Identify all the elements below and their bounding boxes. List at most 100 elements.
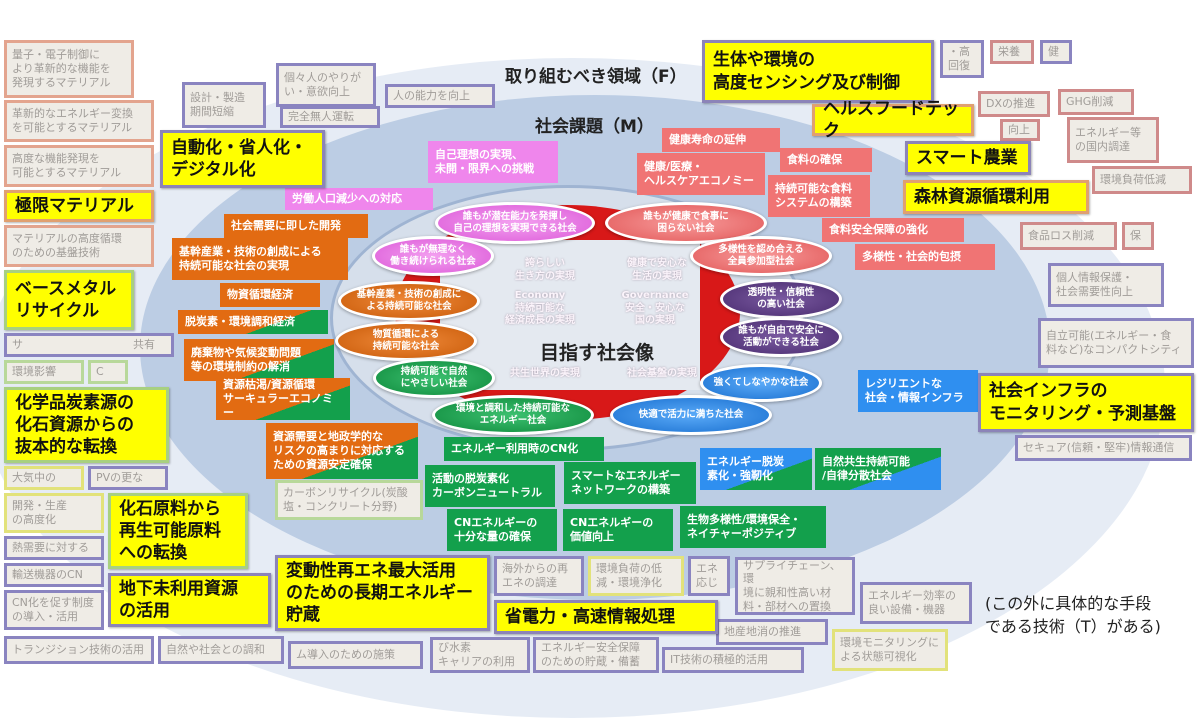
technology-box: トランジション技術の活用 [4,636,154,664]
society-vision-bubble: 快適で活力に満ちた社会 [610,395,772,435]
technology-box: 食品ロス削減 [1020,222,1117,250]
society-vision-bubble: 誰もが潜在能力を発揮し 自己の理想を実現できる社会 [435,202,595,244]
technology-box: 輸送機器のCN [4,563,104,587]
technology-box: エネルギー等 の国内調達 [1067,117,1159,163]
technology-box: 高度な機能発現を 可能とするマテリアル [4,145,154,187]
technology-box: 完全無人運転 [280,106,380,128]
society-vision-bubble: 環境と調和した持続可能な エネルギー社会 [432,395,594,435]
social-issue-box: 生物多様性/環境保全・ ネイチャーポジティブ [680,506,826,548]
technology-box: 個人情報保護・ 社会需要性向上 [1048,263,1164,307]
center-goal-label: 誇らしい 生き方の実現 [515,258,575,282]
social-issue-box: 持続可能な食料 システムの構築 [768,175,870,217]
technology-box: 革新的なエネルギー変換 を可能とするマテリアル [4,100,154,142]
technology-box: 自立可能(エネルギー・食 料など)なコンパクトシティ [1038,318,1194,368]
focus-area-box: ヘルスフードテック [812,99,974,141]
social-issue-box: CNエネルギーの 十分な量の確保 [447,509,557,551]
technology-box: ム導入のための施策 [288,641,423,669]
society-vision-bubble: 物質循環による 持続可能な社会 [335,321,477,361]
society-vision-bubble: 誰もが自由で安全に 活動ができる社会 [720,317,842,357]
social-issue-box: 健康寿命の延伸 [662,128,780,152]
focus-area-box: 地下未利用資源 の活用 [108,573,271,627]
social-issue-box: 活動の脱炭素化 カーボンニュートラル [425,465,555,507]
social-issue-box: 食料安全保障の強化 [822,218,964,242]
center-goal-label: 共生世界の実現 [510,368,580,379]
technology-box: IT技術の積極的活用 [662,647,804,673]
focus-area-box: 極限マテリアル [4,190,154,222]
technology-box: 個々人のやりが い・意欲向上 [276,63,376,107]
social-issue-box: 健康/医療・ ヘルスケアエコノミー [637,153,765,195]
technology-box: マテリアルの高度循環 のための基盤技術 [4,225,154,267]
focus-area-box: 生体や環境の 高度センシング及び制御 [702,40,934,103]
technology-box: 健 [1040,40,1072,64]
technology-box: 栄養 [990,40,1034,64]
technology-box: 環境影響 [4,360,84,384]
technology-box: 量子・電子制御に より革新的な機能を 発現するマテリアル [4,40,134,98]
technology-box: 環境負荷低減 [1092,166,1192,194]
technology-box: エネルギー効率の 良い設備・機器 [860,582,972,624]
society-vision-bubble: 透明性・信頼性 の高い社会 [720,279,842,319]
technology-box: C [88,360,128,384]
technology-box: エネルギー安全保障 のための貯蔵・備蓄 [533,637,659,673]
social-issue-box: CNエネルギーの 価値向上 [563,509,673,551]
focus-area-box: 自動化・省人化・ デジタル化 [160,130,325,188]
social-issue-box: 自己理想の実現、 未開・限界への挑戦 [428,141,558,183]
focus-area-box: 化石原料から 再生可能原料 への転換 [108,493,248,569]
social-issue-box: 物資循環経済 [220,283,320,307]
technology-box: 熱需要に対する [4,536,104,560]
social-issue-box: エネルギー脱炭 素化・強靭化 [700,448,812,490]
focus-area-box: 変動性再エネ最大活用 のための長期エネルギー 貯蔵 [275,555,490,631]
focus-area-box: 森林資源循環利用 [903,180,1089,214]
social-issue-box: 廃棄物や気候変動問題 等の環境制約の解消 [184,339,334,381]
center-goal-label: 健康で安心な 生活の実現 [627,258,687,282]
technology-box: GHG削減 [1058,89,1134,115]
social-issue-box: 基幹産業・技術の創成による 持続可能な社会の実現 [172,238,348,280]
focus-area-box: 社会インフラの モニタリング・予測基盤 [978,373,1194,432]
technology-box: ・高 回復 [940,40,984,78]
society-vision-bubble: 多様性を認め合える 全員参加型社会 [690,236,832,276]
technology-box: CN化を促す制度 の導入・活用 [4,590,104,630]
social-issue-box: 脱炭素・環境調和経済 [178,310,328,334]
center-goal-label: Governance 安全・安心な 国の実現 [621,290,689,326]
center-goal-label: 社会基盤の実現 [627,368,697,379]
technology-box: DXの推進 [978,91,1050,117]
technology-box: サプライチェーン、環 境に親和性高い材 料・部材への置換 [735,557,855,615]
focus-area-box: 省電力・高速情報処理 [494,600,718,634]
technology-box: 環境モニタリングに よる状態可視化 [832,629,948,671]
society-vision-bubble: 基幹産業・技術の創成に よる持続可能な社会 [338,281,480,321]
technology-box: 保 [1122,222,1154,250]
social-issue-box: 資源需要と地政学的な リスクの高まりに対応する ための資源安定確保 [266,423,418,479]
society-vision-bubble: 持続可能で自然 にやさしい社会 [373,358,495,398]
social-issue-box: 資源枯渇/資源循環 サーキュラーエコノミー [216,378,350,420]
focus-area-title: 取り組むべき領域（F） [505,67,687,87]
focus-area-box: スマート農業 [905,141,1031,175]
technology-box: PVの更な [88,466,168,490]
technology-box: 開発・生産 の高度化 [4,493,104,533]
technology-box: エネ 応じ [688,556,730,596]
focus-area-box: ベースメタル リサイクル [4,270,134,330]
society-vision-bubble: 誰もが無理なく 働き続けられる社会 [372,236,494,276]
technology-box: カーボンリサイクル(炭酸 塩・コンクリート分野) [275,480,423,520]
social-issue-box: 食料の確保 [780,148,872,172]
technology-footnote: (この外に具体的な手段 である技術（T）がある) [985,594,1161,637]
technology-box: 設計・製造 期間短縮 [182,82,266,128]
technology-box: び水素 キャリアの利用 [430,637,530,673]
center-goal-label: Economy 持続可能な 経済成長の実現 [505,290,575,326]
target-society-title: 目指す社会像 [540,342,655,364]
focus-area-box: 化学品炭素源の 化石資源からの 抜本的な転換 [4,387,169,463]
social-issue-box: スマートなエネルギー ネットワークの構築 [564,462,696,504]
technology-box: 向上 [1000,119,1040,141]
social-issue-box: レジリエントな 社会・情報インフラ [858,370,978,412]
social-issue-box: 労働人口減少への対応 [285,188,433,210]
technology-box: 環境負荷の低 減・環境浄化 [588,556,684,596]
social-issue-box: 自然共生持続可能 /自律分散社会 [815,448,941,490]
social-issue-box: エネルギー利用時のCN化 [444,437,604,461]
technology-box: 自然や社会との調和 [158,636,284,664]
technology-box: 人の能力を向上 [385,84,495,108]
technology-box: 大気中の [4,466,84,490]
technology-box: 海外からの再 エネの調達 [494,556,584,596]
technology-box: 地産地消の推進 [716,619,828,645]
social-issue-box: 社会需要に即した開発 [224,214,368,238]
social-issues-title: 社会課題（M） [535,117,654,137]
technology-box: サ 共有 [4,333,174,357]
technology-box: セキュア(信頼・堅牢)情報通信 [1015,435,1192,461]
